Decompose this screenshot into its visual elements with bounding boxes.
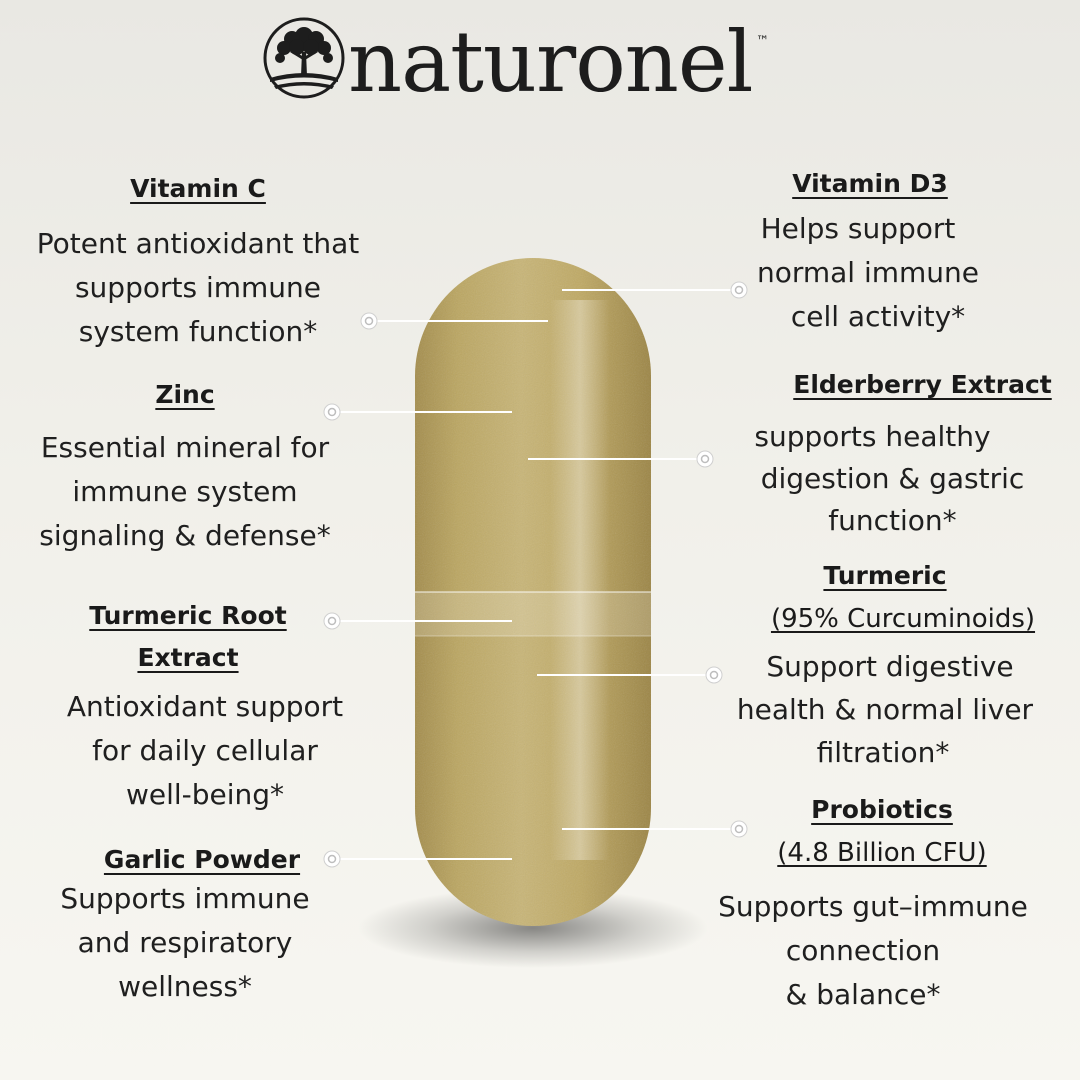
- ingredient-turmeric-root-extract: Turmeric Root Extract Antioxidant suppor…: [20, 597, 390, 817]
- ingredient-description: Supports gut–immune connection & balance…: [718, 890, 1028, 1011]
- ingredient-title: Turmeric: [823, 561, 947, 590]
- ingredient-title: Zinc: [155, 380, 215, 409]
- ingredient-title-line-2: Extract: [137, 643, 239, 672]
- ingredient-title: Probiotics: [811, 795, 953, 824]
- ingredient-title: Vitamin C: [130, 174, 266, 203]
- ingredient-garlic-powder: Garlic Powder Supports immune and respir…: [10, 841, 360, 1009]
- ingredient-vitamin-c: Vitamin C Potent antioxidant that suppor…: [8, 170, 388, 354]
- ingredient-zinc: Zinc Essential mineral for immune system…: [0, 376, 370, 558]
- ingredient-description: Helps support normal immune cell activit…: [756, 212, 980, 333]
- trademark-symbol: ™: [756, 34, 769, 49]
- ingredient-title: Garlic Powder: [103, 845, 301, 874]
- brand-header: naturonel ™: [262, 12, 802, 112]
- capsule-seam: [415, 592, 651, 636]
- ingredient-subtitle: (95% Curcuminoids): [770, 604, 1036, 634]
- ingredient-description: Support digestive health & normal liver …: [736, 650, 1034, 769]
- capsule-shadow: [358, 888, 708, 968]
- ingredient-description: Essential mineral for immune system sign…: [39, 431, 331, 552]
- ingredient-description: supports healthy digestion & gastric fun…: [754, 420, 1025, 537]
- ingredient-description: Antioxidant support for daily cellular w…: [66, 690, 344, 811]
- brand-name: naturonel: [348, 13, 753, 111]
- ingredient-turmeric-curcuminoids: Turmeric (95% Curcuminoids) Support dige…: [710, 557, 1080, 774]
- ingredient-title: Vitamin D3: [792, 169, 948, 198]
- ingredient-title: Elderberry Extract: [793, 370, 1052, 399]
- ingredient-elderberry-extract: Elderberry Extract supports healthy dige…: [715, 366, 1070, 542]
- ingredient-title-line-1: Turmeric Root: [89, 601, 287, 630]
- capsule-shine: [550, 300, 610, 860]
- ingredient-subtitle: (4.8 Billion CFU): [777, 838, 987, 868]
- ingredient-description: Supports immune and respiratory wellness…: [60, 882, 310, 1003]
- ingredient-description: Potent antioxidant that supports immune …: [36, 227, 360, 348]
- ingredient-vitamin-d3: Vitamin D3 Helps support normal immune c…: [728, 165, 1048, 339]
- tree-of-life-icon: [263, 17, 345, 99]
- ingredient-probiotics: Probiotics (4.8 Billion CFU) Supports gu…: [690, 791, 1060, 1017]
